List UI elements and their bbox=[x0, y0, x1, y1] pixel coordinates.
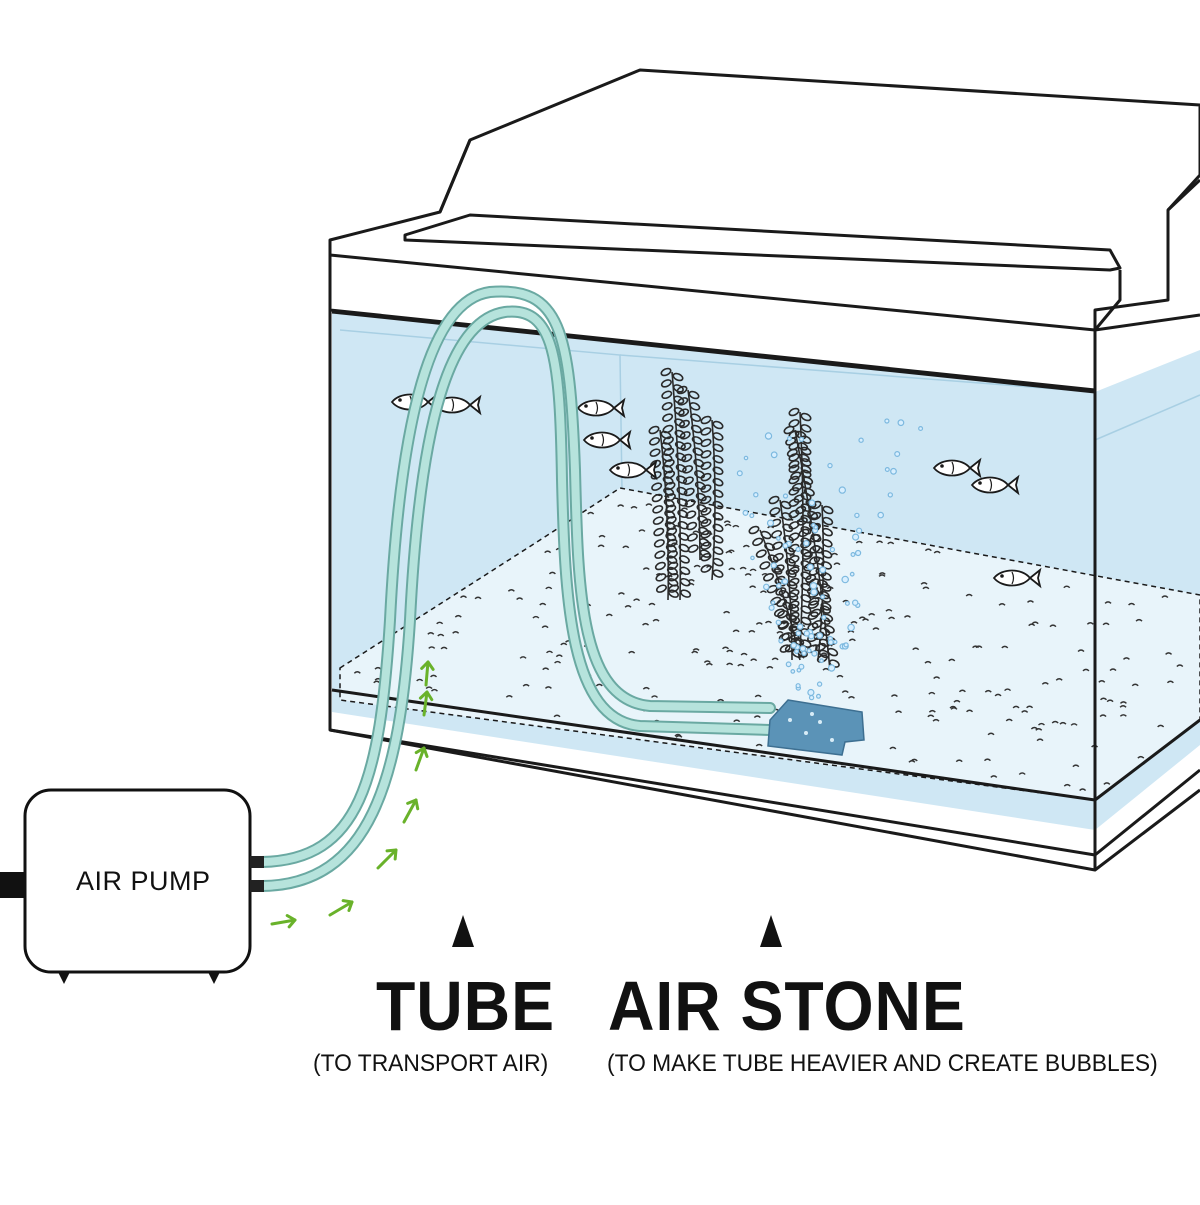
fish-icon bbox=[576, 397, 626, 419]
pump-foot-right bbox=[208, 972, 220, 984]
fish-icon bbox=[992, 567, 1042, 589]
arrow-icon bbox=[414, 746, 429, 772]
air-stone-pointer-icon bbox=[760, 915, 782, 947]
arrow-icon bbox=[328, 899, 354, 917]
fish-icon bbox=[582, 429, 632, 451]
arrow-icon bbox=[420, 660, 435, 687]
air-stone bbox=[767, 699, 865, 756]
airflow-arrows bbox=[270, 660, 435, 929]
tube-caption: (TO TRANSPORT AIR) bbox=[313, 1050, 549, 1077]
pump-foot-left bbox=[58, 972, 70, 984]
arrow-icon bbox=[376, 848, 398, 870]
fish-icon bbox=[932, 457, 982, 479]
air-stone-caption: (TO MAKE TUBE HEAVIER AND CREATE BUBBLES… bbox=[607, 1050, 1158, 1077]
fish-icon bbox=[608, 459, 658, 481]
tube-title: TUBE bbox=[376, 967, 555, 1045]
power-cord bbox=[0, 872, 28, 898]
air-pump bbox=[0, 788, 264, 984]
air-tube bbox=[256, 285, 776, 892]
fish-school bbox=[390, 391, 1042, 589]
arrow-icon bbox=[402, 798, 420, 824]
pump-outlet-top bbox=[250, 856, 264, 868]
arrow-icon bbox=[270, 914, 297, 929]
air-stone-title: AIR STONE bbox=[608, 967, 966, 1045]
air-pump-label: AIR PUMP bbox=[76, 866, 211, 896]
tube-pointer-icon bbox=[452, 915, 474, 947]
tank-frame bbox=[328, 240, 1200, 872]
arrow-icon bbox=[418, 690, 434, 717]
pump-outlet-bottom bbox=[250, 880, 264, 892]
fish-icon bbox=[970, 474, 1020, 496]
air-bubbles bbox=[736, 418, 924, 701]
aquatic-plants bbox=[648, 367, 840, 671]
